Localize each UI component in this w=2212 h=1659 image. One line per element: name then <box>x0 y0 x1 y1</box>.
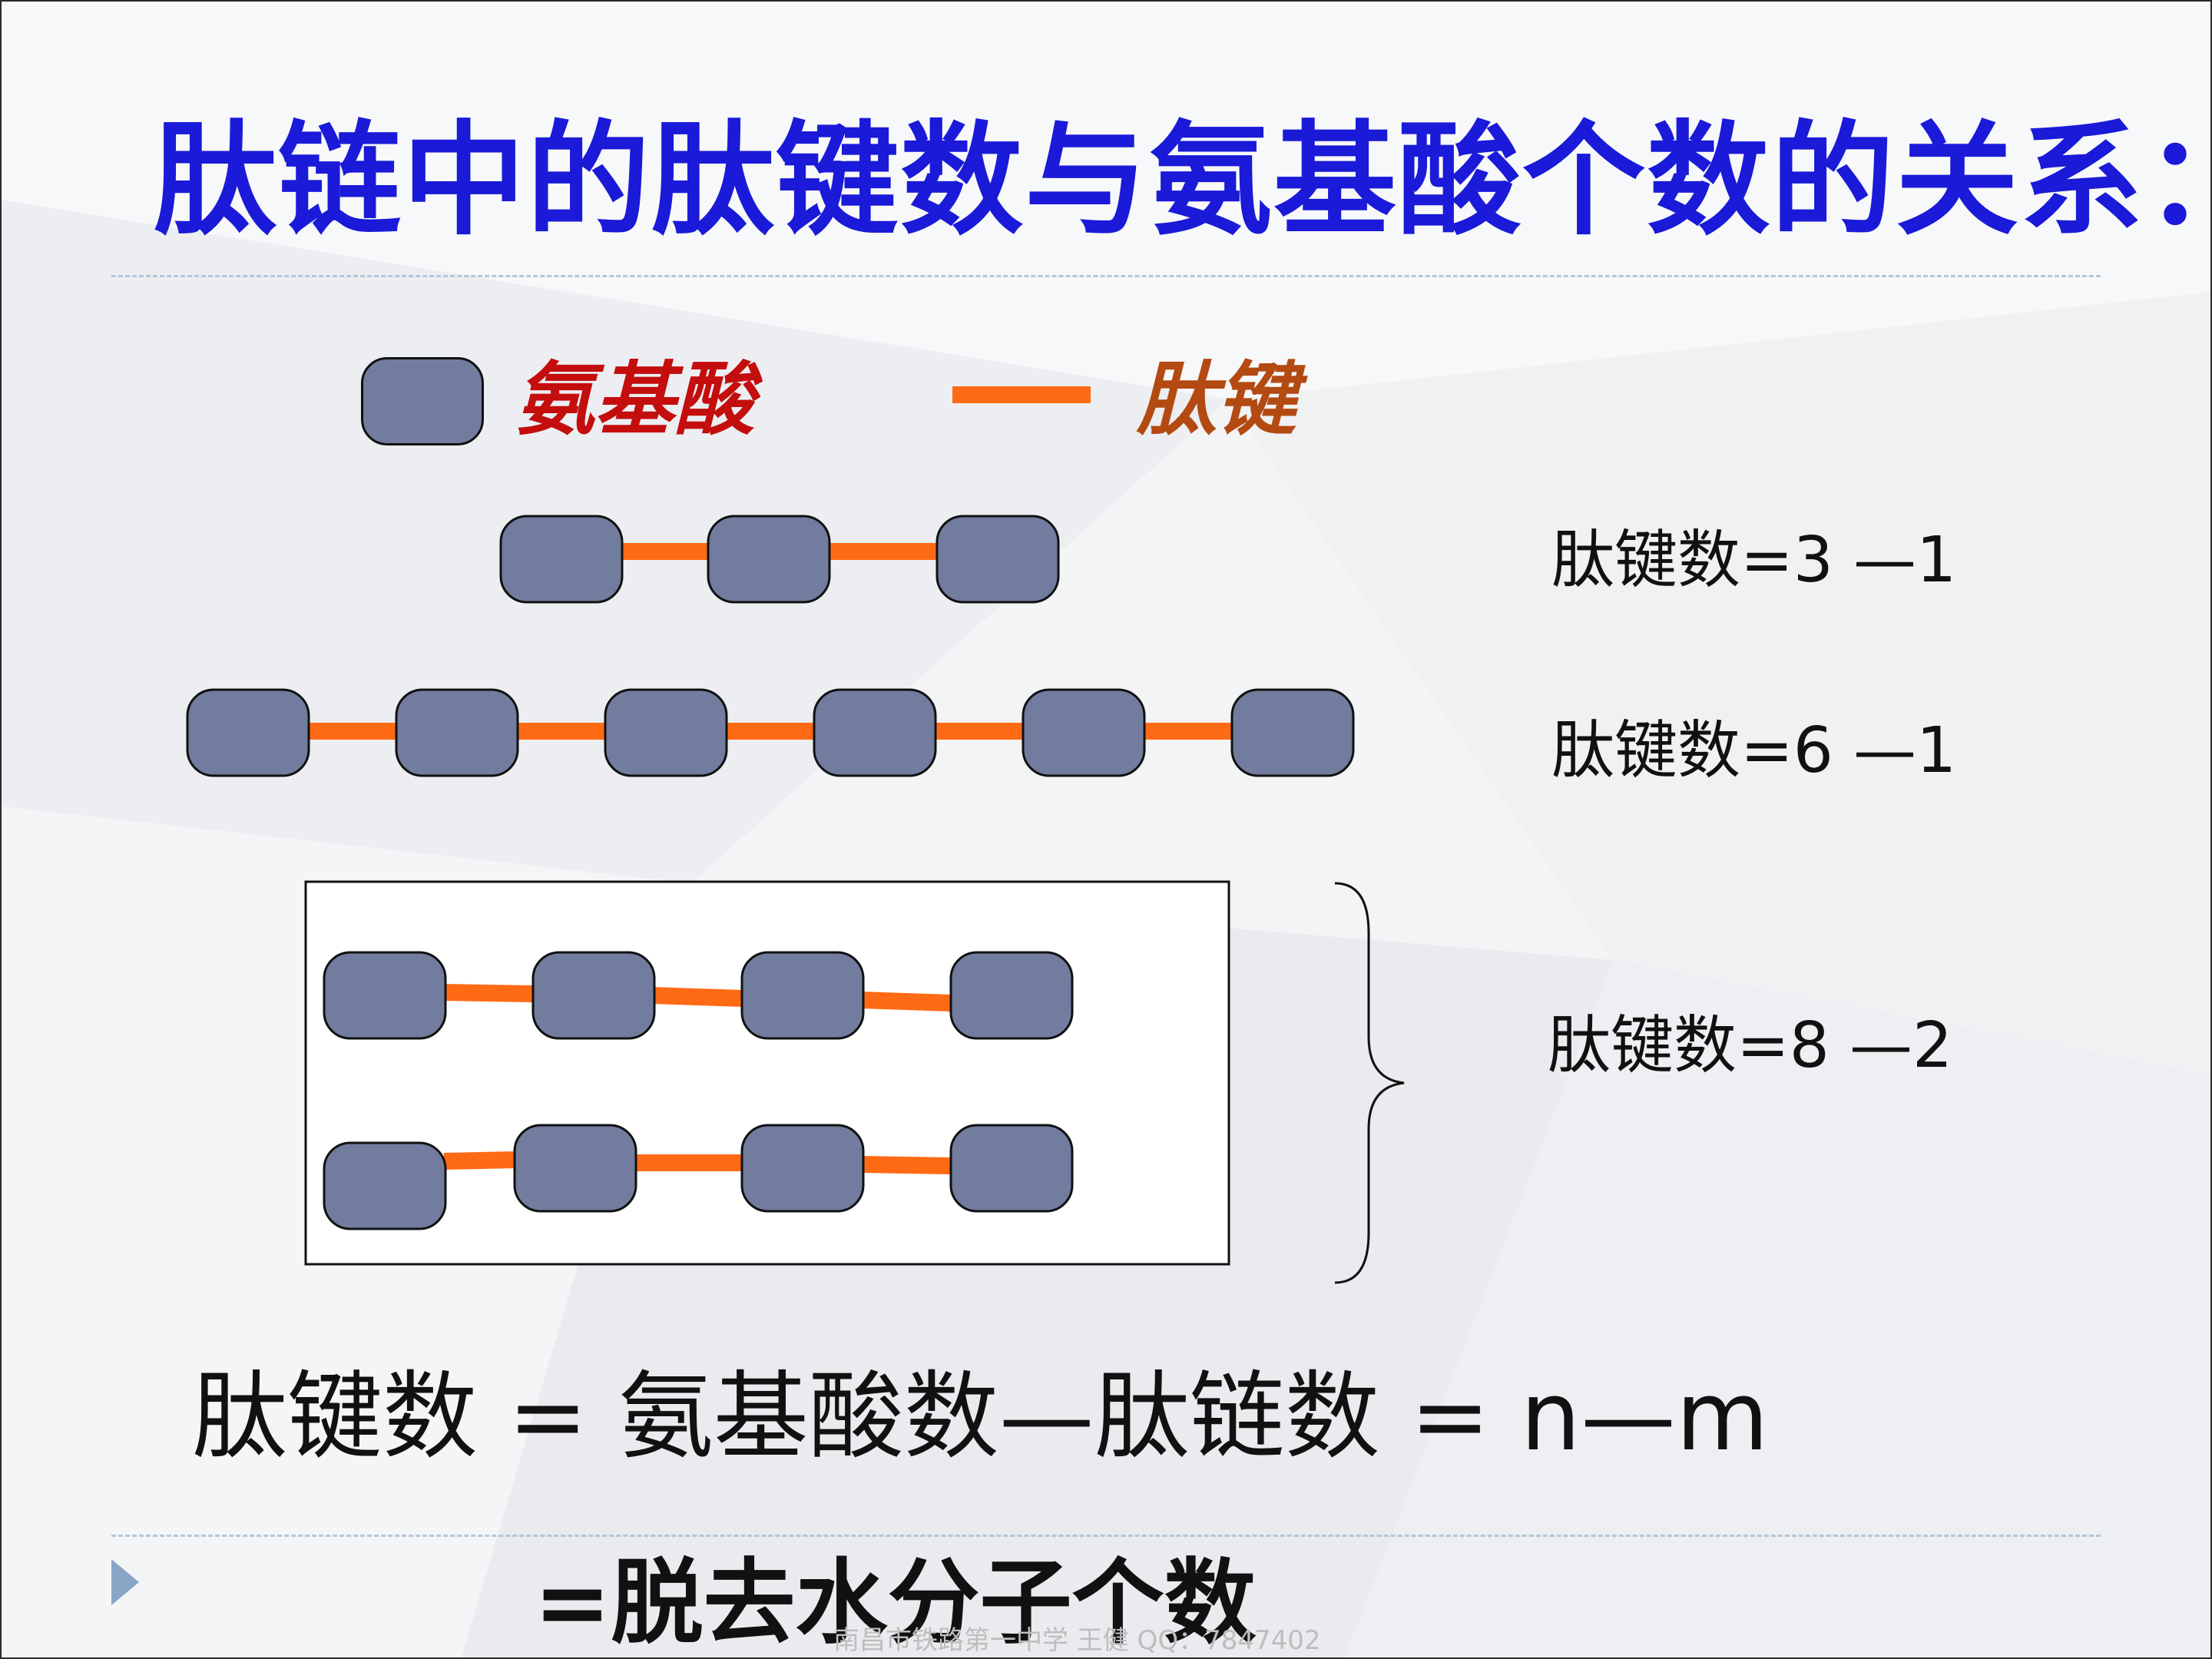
legend-amino-acid-label: 氨基酸 <box>515 352 755 446</box>
chain-group <box>304 880 1230 1266</box>
amino-acid <box>813 688 937 777</box>
amino-acid <box>395 688 519 777</box>
chain-2 <box>186 688 1355 777</box>
amino-acid <box>1230 688 1355 777</box>
amino-acid <box>949 951 1074 1040</box>
amino-acid <box>531 951 656 1040</box>
amino-acid <box>604 688 728 777</box>
formula-secondary: =脱去水分子个数 <box>534 1550 1257 1657</box>
amino-acid <box>323 951 447 1040</box>
legend-peptide-bond-line <box>952 386 1091 403</box>
amino-acid <box>499 515 624 604</box>
bond <box>443 1151 517 1170</box>
amino-acid <box>513 1124 637 1213</box>
watermark: 南昌市铁路第一中学 王健 QQ：7847402 <box>833 1625 1321 1656</box>
bond <box>652 987 744 1007</box>
chain-1 <box>499 515 1060 604</box>
amino-acid <box>1022 688 1146 777</box>
chain-2-equation: 肽键数=6 —1 <box>1551 714 1957 787</box>
amino-acid <box>949 1124 1074 1213</box>
amino-acid <box>740 1124 865 1213</box>
bond <box>443 984 537 1002</box>
amino-acid <box>707 515 831 604</box>
bond <box>861 992 953 1012</box>
formula-main: 肽键数 = 氨基酸数—肽链数 = n—m <box>192 1362 1769 1472</box>
amino-acid <box>323 1141 447 1230</box>
amino-acid <box>935 515 1060 604</box>
legend-peptide-bond-label: 肽键 <box>1137 352 1297 446</box>
amino-acid <box>740 951 865 1040</box>
bond <box>861 1156 953 1174</box>
page-title: 肽链中的肽键数与氨基酸个数的关系： <box>154 108 2212 252</box>
divider-top <box>111 275 2101 277</box>
divider-bottom <box>111 1535 2101 1537</box>
play-arrow-icon[interactable] <box>111 1559 139 1605</box>
legend-amino-acid-block <box>361 357 484 445</box>
chain-group-equation: 肽键数=8 —2 <box>1548 1009 1953 1082</box>
chain-1-equation: 肽键数=3 —1 <box>1551 524 1957 597</box>
right-brace <box>1334 882 1405 1284</box>
amino-acid <box>186 688 310 777</box>
